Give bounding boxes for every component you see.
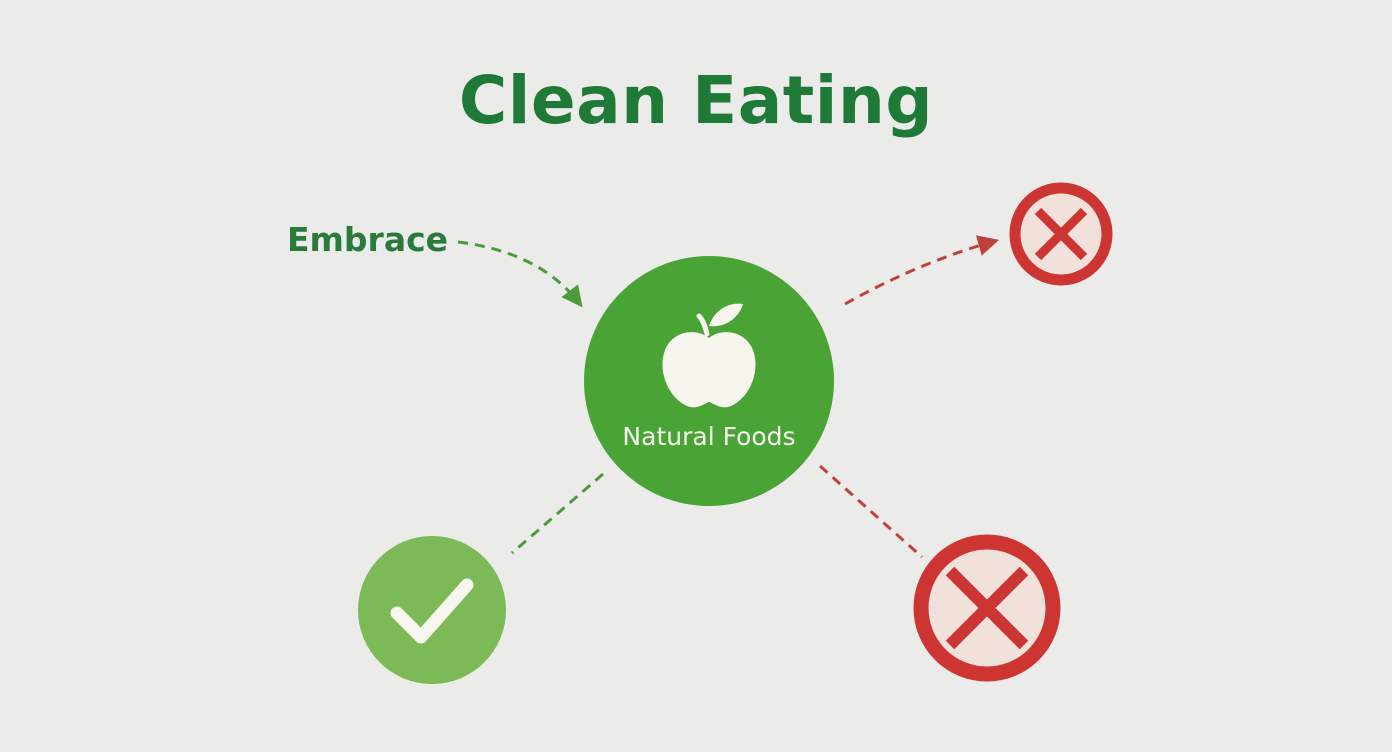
apple-icon bbox=[662, 303, 756, 408]
natural-foods-hub: Natural Foods bbox=[584, 256, 834, 506]
check-connector bbox=[511, 472, 604, 555]
embrace-label: Embrace bbox=[287, 220, 449, 259]
embrace-arrow bbox=[457, 240, 583, 308]
diagram-title: Clean Eating bbox=[458, 62, 934, 139]
check-icon bbox=[358, 536, 506, 684]
natural-foods-label: Natural Foods bbox=[622, 422, 796, 451]
avoid-arrow-top bbox=[844, 235, 1000, 306]
avoid-badge-top bbox=[1008, 181, 1114, 287]
approved-badge bbox=[357, 535, 507, 685]
x-circle-icon bbox=[913, 534, 1061, 682]
avoid-connector-bottom bbox=[819, 464, 923, 559]
avoid-badge-bottom bbox=[912, 533, 1062, 683]
x-circle-icon bbox=[1009, 182, 1113, 286]
